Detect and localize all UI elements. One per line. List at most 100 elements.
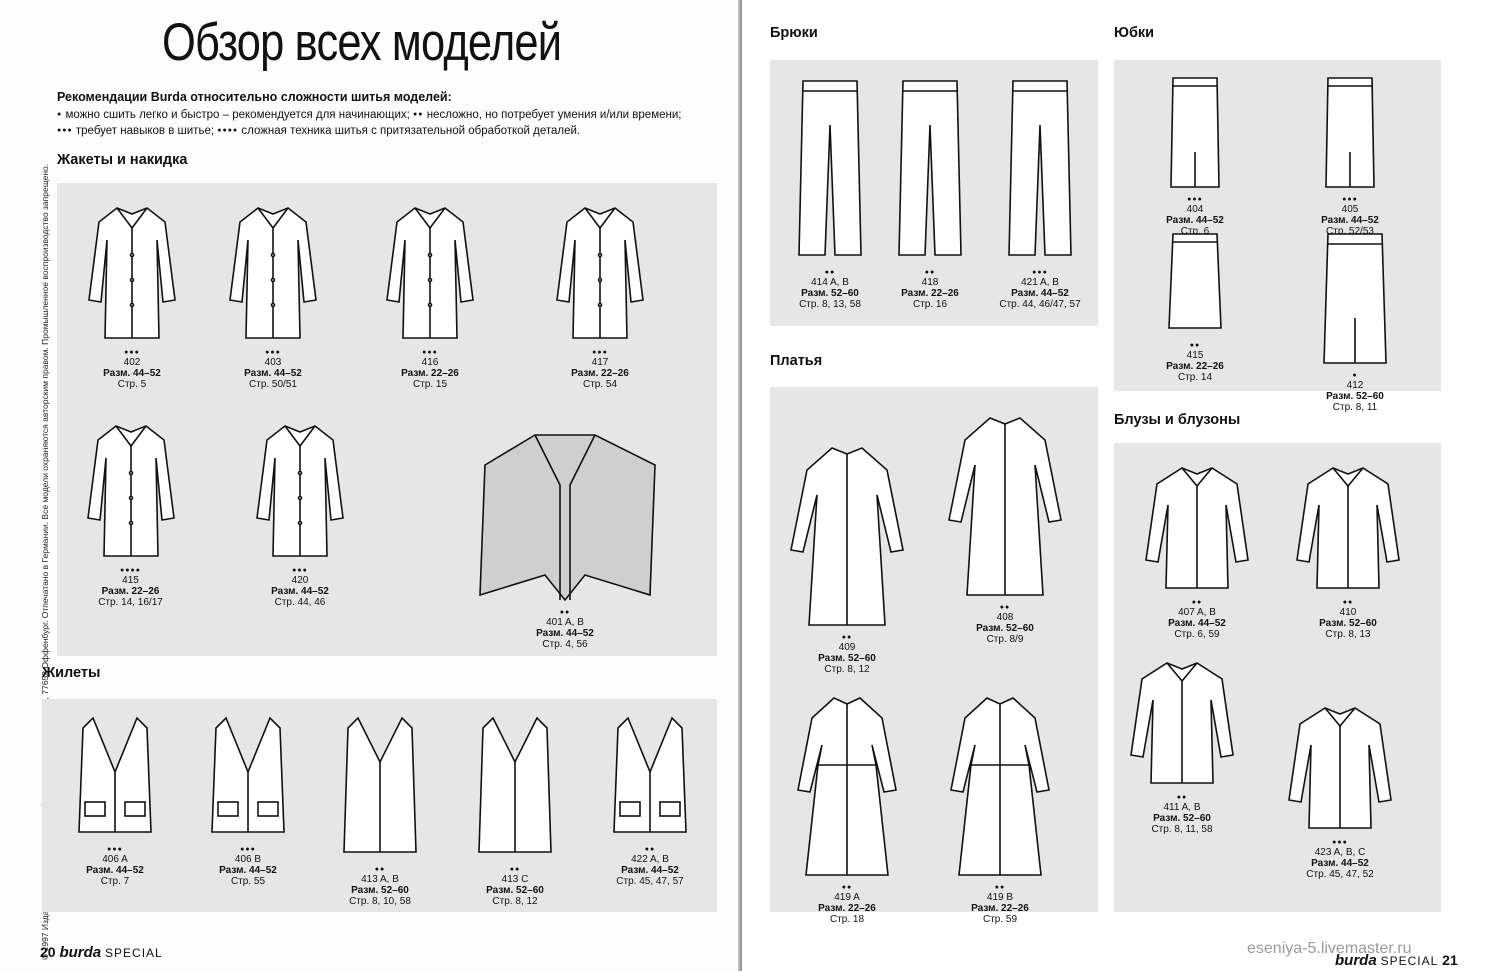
difficulty-dots: ●●● xyxy=(592,349,608,356)
page-reference: Стр. 15 xyxy=(412,379,448,390)
difficulty-dots: ●● xyxy=(1191,599,1203,606)
size-range: Разм. 44–52 xyxy=(621,865,679,876)
section-title-skirts: Юбки xyxy=(1114,25,1155,41)
page-reference: Стр. 54 xyxy=(582,379,618,390)
garment-illustration xyxy=(360,200,500,345)
size-range: Разм. 44–52 xyxy=(219,865,277,876)
garment-illustration xyxy=(1122,460,1272,595)
page-reference: Стр. 7 xyxy=(100,876,130,887)
difficulty-dots: ●● xyxy=(999,604,1011,611)
page-number-left: 20 xyxy=(40,944,56,960)
difficulty-dots: ●● xyxy=(1342,599,1354,606)
size-range: Разм. 52–60 xyxy=(1319,618,1377,629)
model-number: 416 xyxy=(421,357,439,368)
page-reference: Стр. 8, 11 xyxy=(1332,402,1378,413)
garment-illustration xyxy=(530,200,670,345)
difficulty-dots: ●●● xyxy=(1332,839,1348,846)
model-number: 408 xyxy=(996,612,1014,623)
difficulty-dots: ●●● xyxy=(1187,196,1203,203)
garment-illustration xyxy=(990,75,1090,265)
section-title-trousers: Брюки xyxy=(770,25,818,41)
model-number: 413 C xyxy=(501,874,529,885)
difficulty-dots: ● xyxy=(1352,372,1358,379)
section-title-vests: Жилеты xyxy=(42,665,101,681)
difficulty-dots: ●● xyxy=(559,609,571,616)
garment-illustration xyxy=(780,75,880,265)
model-number: 415 xyxy=(1186,350,1204,361)
page-reference: Стр. 59 xyxy=(982,914,1018,925)
garment-illustration xyxy=(1125,72,1265,192)
model-number: 402 xyxy=(123,357,141,368)
model-number: 405 xyxy=(1341,204,1359,215)
size-range: Разм. 22–26 xyxy=(901,288,959,299)
page-reference: Стр. 8, 11, 58 xyxy=(1151,824,1213,835)
page-reference: Стр. 6 xyxy=(1180,226,1210,237)
difficulty-dots: ●● xyxy=(644,846,656,853)
level-medium-text: несложно, но потребует умения и/или врем… xyxy=(426,109,682,121)
page-reference: Стр. 55 xyxy=(230,876,266,887)
model-number: 412 xyxy=(1346,380,1364,391)
page-reference: Стр. 14, 16/17 xyxy=(98,597,163,608)
difficulty-dots: ●● xyxy=(1189,342,1201,349)
difficulty-dots: ●● xyxy=(824,269,836,276)
recommendations-line-2: ●●● требует навыков в шитье; ●●●● сложна… xyxy=(57,125,581,137)
garment-illustration xyxy=(1122,655,1242,790)
page-reference: Стр. 18 xyxy=(829,914,865,925)
garment-illustration xyxy=(68,418,193,563)
page-title: Обзор всех моделей xyxy=(162,13,562,72)
difficulty-dots: ●●● xyxy=(422,349,438,356)
page-reference: Стр. 8, 13, 58 xyxy=(799,299,861,310)
recommendations-line-1: ● можно сшить легко и быстро – рекоменду… xyxy=(57,109,682,121)
garment-illustration xyxy=(203,200,343,345)
garment-illustration xyxy=(1280,228,1430,368)
size-range: Разм. 44–52 xyxy=(103,368,161,379)
size-range: Разм. 44–52 xyxy=(536,628,594,639)
size-range: Разм. 52–60 xyxy=(976,623,1034,634)
brand-logo-left: burda xyxy=(59,944,102,961)
size-range: Разм. 52–60 xyxy=(486,885,544,896)
edition-label-right: SPECIAL xyxy=(1380,954,1439,968)
garment-illustration xyxy=(420,425,710,605)
difficulty-dots: ●●●● xyxy=(120,567,141,574)
page-reference: Стр. 8, 12 xyxy=(824,664,870,675)
size-range: Разм. 22–26 xyxy=(101,586,160,597)
garment-illustration xyxy=(590,712,710,842)
level-complex-text: сложная техника шитья с притязательной о… xyxy=(241,125,581,137)
section-title-dresses: Платья xyxy=(770,353,823,369)
size-range: Разм. 22–26 xyxy=(818,903,876,914)
garment-illustration xyxy=(230,418,370,563)
page-reference: Стр. 44, 46/47, 57 xyxy=(999,299,1081,310)
model-number: 419 A xyxy=(834,892,860,903)
page-reference: Стр. 8/9 xyxy=(986,634,1024,645)
size-range: Разм. 22–26 xyxy=(971,903,1029,914)
size-range: Разм. 22–26 xyxy=(401,368,459,379)
page-reference: Стр. 8, 13 xyxy=(1325,629,1371,640)
difficulty-dots: ●● xyxy=(841,884,853,891)
size-range: Разм. 52–60 xyxy=(351,885,409,896)
page-reference: Стр. 8, 12 xyxy=(492,896,538,907)
difficulty-dots: ●●● xyxy=(292,567,308,574)
edition-label-left: SPECIAL xyxy=(105,946,163,960)
model-number: 401 A, B xyxy=(546,617,584,628)
garment-illustration xyxy=(188,712,308,842)
model-number: 414 A, B xyxy=(811,277,849,288)
garment-illustration xyxy=(925,690,1075,880)
folio-left: 20 burda SPECIAL xyxy=(40,944,163,961)
